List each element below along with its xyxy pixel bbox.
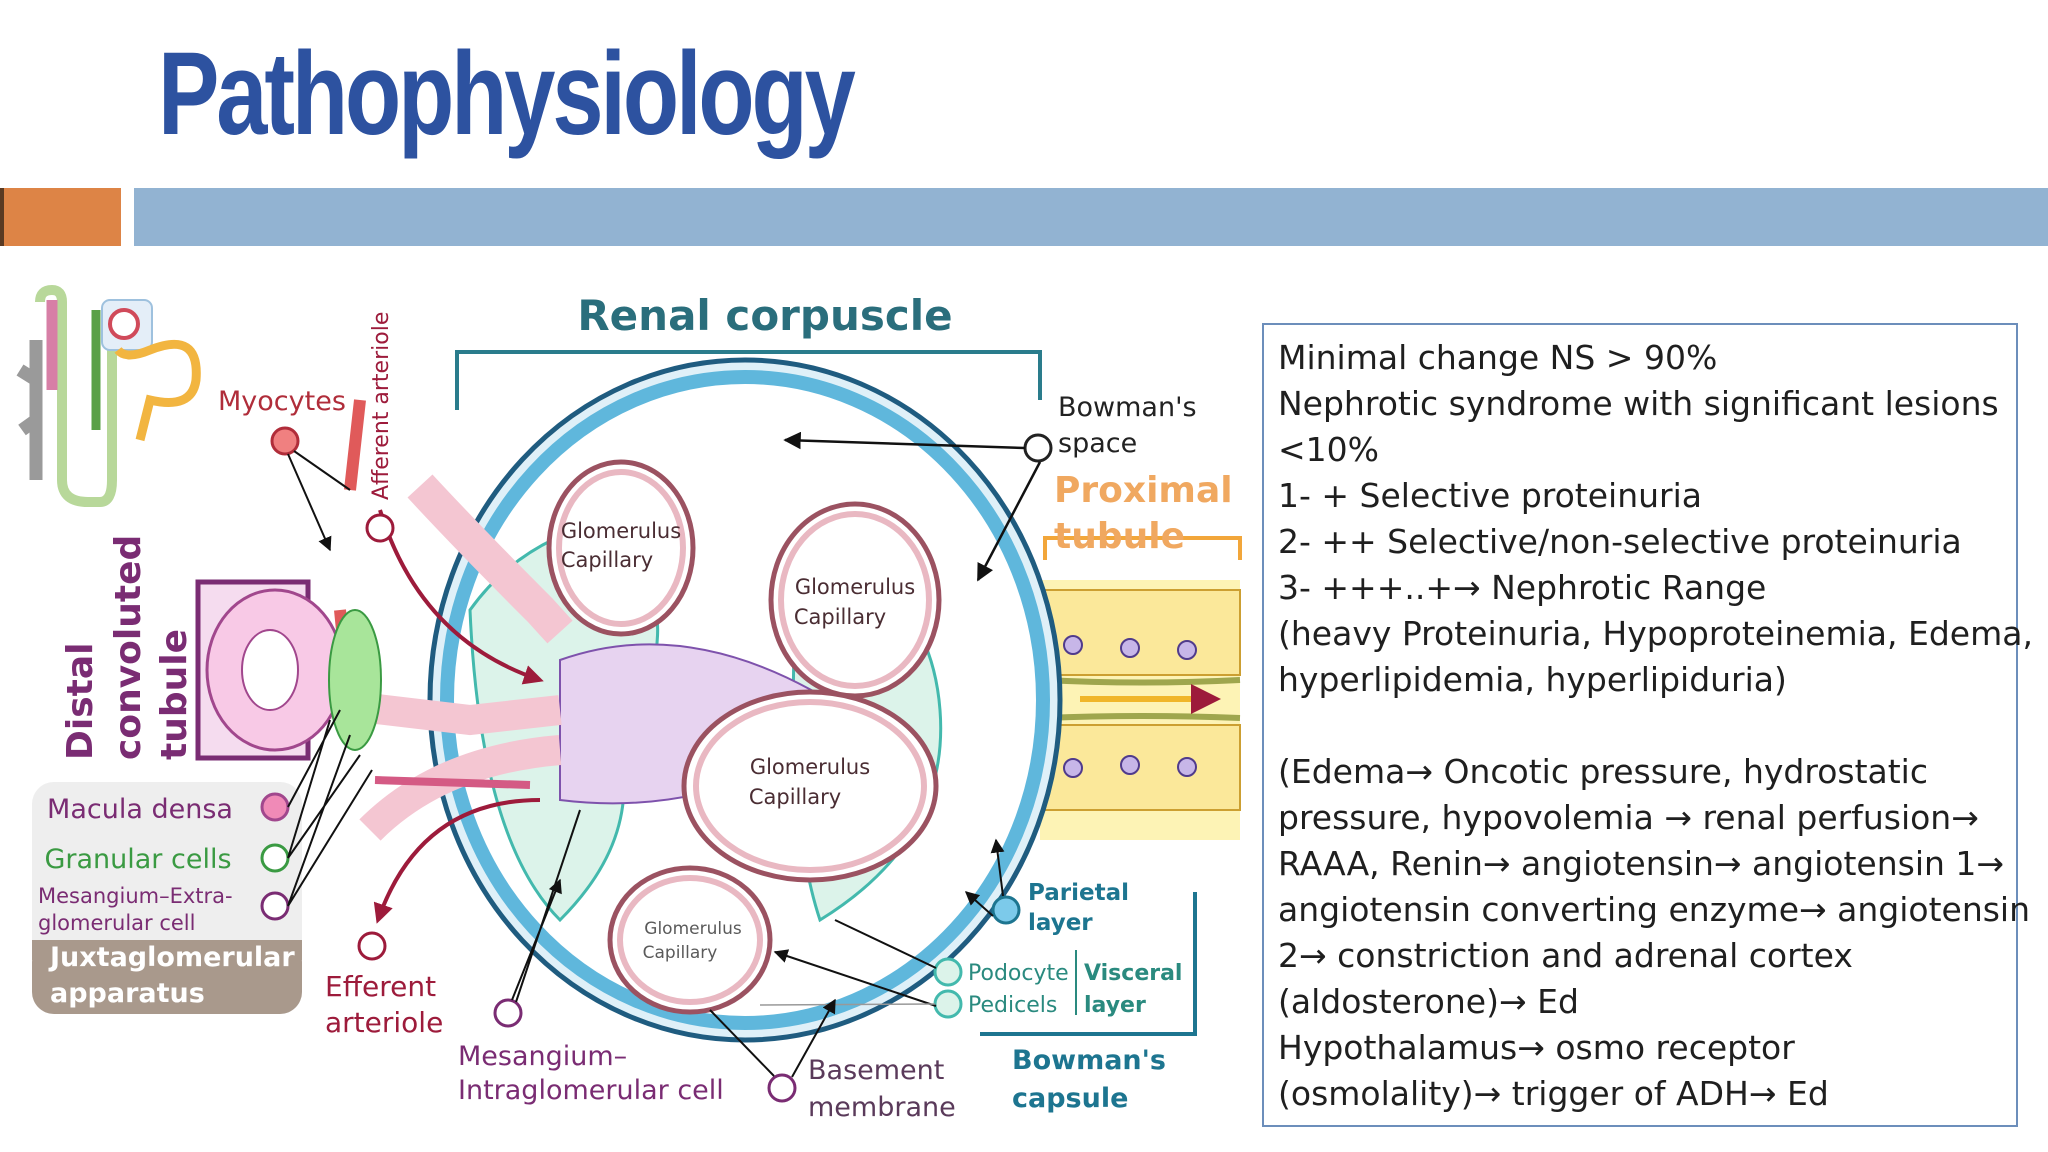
accent-bar-blue <box>134 188 2048 246</box>
svg-text:Glomerulus: Glomerulus <box>750 755 870 779</box>
notes-line: Nephrotic syndrome with significant lesi… <box>1278 384 1999 423</box>
slide-title: Pathophysiology <box>158 28 856 160</box>
notes-line: 3- +++..+→ Nephrotic Range <box>1278 568 1767 607</box>
svg-text:tubule: tubule <box>1054 516 1185 557</box>
svg-text:capsule: capsule <box>1012 1083 1128 1114</box>
svg-text:layer: layer <box>1084 993 1146 1018</box>
svg-text:Capillary: Capillary <box>794 605 886 629</box>
svg-text:tubule: tubule <box>154 629 195 760</box>
svg-text:space: space <box>1058 428 1137 459</box>
granular-cells-label: Granular cells <box>44 844 231 875</box>
notes-line: 1- + Selective proteinuria <box>1278 476 1703 515</box>
svg-text:Mesangium–Extra-: Mesangium–Extra- <box>38 884 233 908</box>
svg-text:Glomerulus: Glomerulus <box>561 519 681 543</box>
notes-line <box>1278 703 2016 749</box>
mesangium-intraglomerular-label: Mesangium– <box>458 1041 627 1072</box>
svg-text:apparatus: apparatus <box>50 978 205 1009</box>
svg-text:membrane: membrane <box>808 1092 956 1123</box>
podocyte-label: Podocyte <box>968 961 1069 986</box>
notes-line: (heavy Proteinuria, Hypoproteinemia, Ede… <box>1278 614 2033 653</box>
accent-bar-edge <box>0 188 4 246</box>
notes-line: 2→ constriction and adrenal cortex <box>1278 936 1853 975</box>
notes-line: Minimal change NS > 90% <box>1278 338 1718 377</box>
notes-textbox: Minimal change NS > 90% Nephrotic syndro… <box>1262 323 2033 1127</box>
pedicels-label: Pedicels <box>968 993 1057 1018</box>
glomerulus-capillary-4: Glomerulus Capillary <box>607 865 773 1015</box>
renal-corpuscle-diagram: Renal corpuscle Glomerulus Capillary Glo… <box>16 284 1242 1123</box>
svg-text:Capillary: Capillary <box>749 785 841 809</box>
svg-text:layer: layer <box>1028 910 1093 936</box>
notes-line: <10% <box>1278 430 1379 469</box>
renal-corpuscle-heading: Renal corpuscle <box>577 291 952 340</box>
svg-text:Distal: Distal <box>60 643 101 761</box>
svg-text:convoluted: convoluted <box>108 535 149 760</box>
parietal-layer-label: Parietal <box>1028 880 1129 906</box>
visceral-layer-label: Visceral <box>1084 961 1182 986</box>
notes-line: 2- ++ Selective/non-selective proteinuri… <box>1278 522 1962 561</box>
notes-line: pressure, hypovolemia → renal perfusion→ <box>1278 798 1979 837</box>
svg-text:Glomerulus: Glomerulus <box>644 919 742 939</box>
notes-line: hyperlipidemia, hyperlipiduria) <box>1278 660 1787 699</box>
notes-line: (Edema→ Oncotic pressure, hydrostatic <box>1278 752 1928 791</box>
glomerulus-capillary-1: Glomerulus Capillary <box>546 459 696 637</box>
svg-text:Glomerulus: Glomerulus <box>795 575 915 599</box>
afferent-arteriole-label: Afferent arteriole <box>369 312 394 500</box>
efferent-arteriole-label: Efferent <box>325 970 436 1003</box>
svg-text:Capillary: Capillary <box>643 943 718 963</box>
notes-line: RAAA, Renin→ angiotensin→ angiotensin 1→ <box>1278 844 2005 883</box>
glomerulus-capillary-2: Glomerulus Capillary <box>768 501 942 699</box>
proximal-tubule-label: Proximal <box>1054 470 1233 511</box>
bowmans-capsule-label: Bowman's <box>1012 1045 1166 1076</box>
svg-text:arteriole: arteriole <box>325 1006 443 1039</box>
nephron-thumbnail-icon <box>16 284 201 507</box>
proximal-tubule <box>1040 536 1242 840</box>
myocytes-label: Myocytes <box>218 386 346 417</box>
notes-line: Hypothalamus→ osmo receptor <box>1278 1028 1795 1067</box>
jga-label: Juxtaglomerular <box>48 942 295 973</box>
glomerulus-capillary-3: Glomerulus Capillary <box>681 689 939 883</box>
accent-bar-orange <box>0 188 121 246</box>
notes-line: angiotensin converting enzyme→ angiotens… <box>1278 890 2031 929</box>
distal-convoluted-tubule <box>195 579 382 761</box>
macula-densa-label: Macula densa <box>47 794 233 825</box>
svg-text:Capillary: Capillary <box>561 548 653 572</box>
basement-membrane-label: Basement <box>808 1055 944 1086</box>
svg-text:glomerular cell: glomerular cell <box>38 911 195 935</box>
notes-line: (osmolality)→ trigger of ADH→ Ed <box>1278 1074 1829 1113</box>
notes-line: (aldosterone)→ Ed <box>1278 982 1579 1021</box>
svg-text:Intraglomerular cell: Intraglomerular cell <box>458 1075 724 1106</box>
bowmans-space-label: Bowman's <box>1058 392 1197 423</box>
